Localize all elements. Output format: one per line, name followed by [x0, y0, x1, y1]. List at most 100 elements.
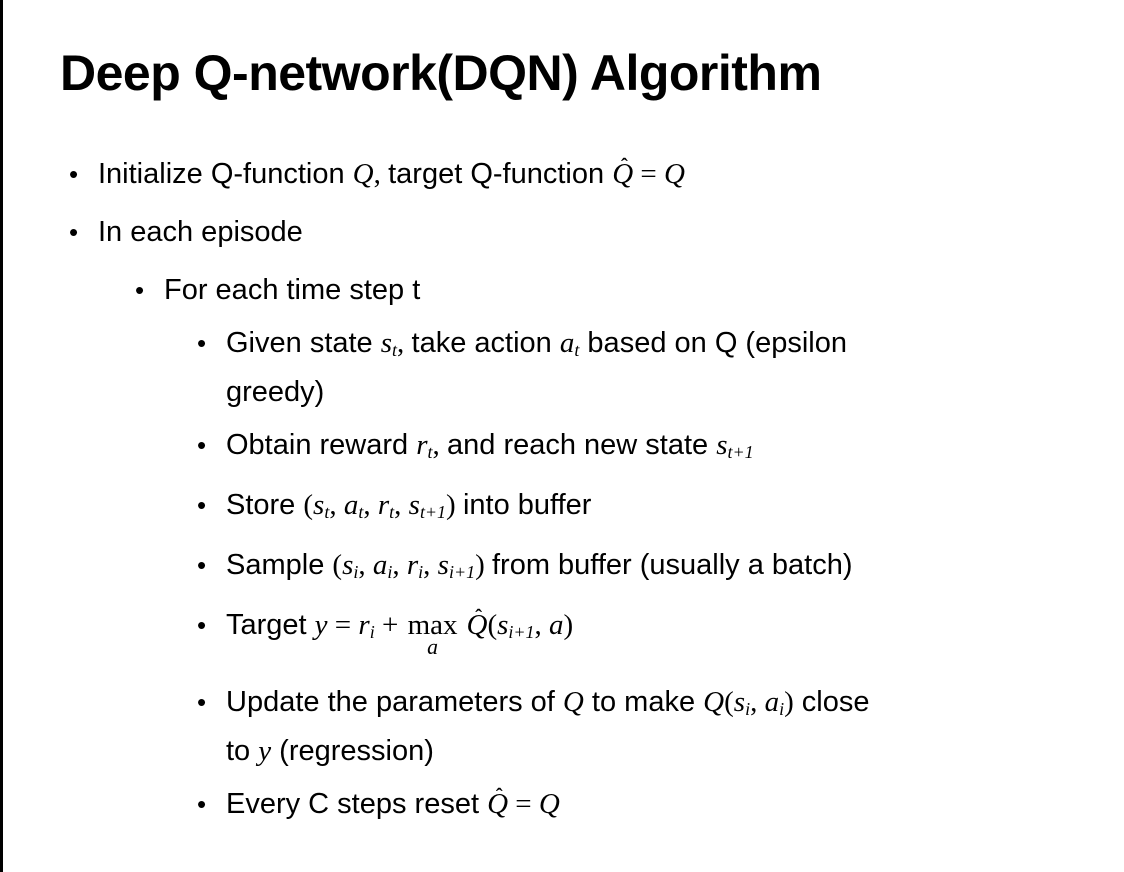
math-symbol: , [358, 548, 373, 581]
text-segment: Obtain reward [226, 428, 417, 461]
text-segment: into buffer [462, 488, 592, 521]
math-symbol: = [327, 608, 359, 641]
math-subscript: t [358, 501, 364, 522]
bullet-dot-icon: • [197, 489, 207, 520]
bullet-dot-icon: • [197, 328, 207, 358]
math-variable: Q [562, 685, 584, 718]
math-variable: s [313, 488, 325, 521]
math-subscript: t [389, 501, 395, 522]
math-variable: s [497, 608, 509, 641]
math-symbol: ( [487, 608, 498, 641]
bullet-text: Sample (si, ai, ri, si+1) from buffer (u… [226, 544, 1124, 593]
hat-accent-icon: ˆ [620, 154, 628, 177]
bullet-dot-icon: • [69, 217, 79, 247]
math-symbol: , [392, 548, 407, 581]
bullet-dot-icon: • [197, 429, 207, 460]
bullet-dot-icon: • [69, 159, 79, 189]
hat-accent-icon: ˆ [495, 784, 503, 807]
math-subscript: t [574, 339, 580, 360]
bullet-item: •Update the parameters of Q to make Q(si… [3, 681, 1124, 772]
bullet-item: •Store (st, at, rt, st+1) into buffer [3, 484, 1124, 533]
bullet-text: Update the parameters of Q to make Q(si,… [226, 681, 1124, 772]
math-variable: s [437, 548, 449, 581]
math-variable: r [416, 428, 428, 461]
math-variable: y [258, 734, 272, 767]
text-segment: close [793, 685, 870, 718]
math-variable: s [380, 327, 393, 359]
text-segment: to make [583, 685, 704, 718]
math-subscript: i [745, 698, 751, 719]
bullet-text: In each episode [98, 211, 1124, 253]
math-variable: r [358, 608, 370, 641]
text-segment: (regression) [271, 734, 434, 767]
text-segment: In each episode [98, 216, 303, 248]
bullet-dot-icon: • [197, 788, 207, 819]
text-segment: Update the parameters of [226, 685, 563, 718]
math-symbol: ) [446, 488, 463, 521]
math-symbol: = [508, 787, 539, 820]
math-variable: s [733, 685, 746, 718]
math-variable: s [342, 548, 354, 581]
bullet-text: Given state st, take action at based on … [226, 322, 1124, 413]
text-segment: Target [226, 608, 315, 641]
math-variable: r [377, 488, 390, 521]
math-symbol: + [374, 608, 406, 641]
math-symbol: ( [332, 548, 343, 581]
math-symbol: = [633, 158, 664, 190]
math-symbol: , [373, 158, 389, 190]
math-subscript: t [392, 339, 398, 360]
math-variable: a [343, 488, 359, 521]
text-segment: Every C steps reset [226, 787, 488, 820]
bullet-item: •Obtain reward rt, and reach new state s… [3, 424, 1124, 473]
text-segment: take action [411, 327, 560, 359]
text-segment: Sample [226, 548, 333, 581]
text-segment: from buffer (usually a batch) [491, 548, 853, 581]
math-variable: s [716, 428, 728, 461]
math-symbol: , [397, 327, 412, 359]
math-symbol: ) [475, 548, 492, 581]
bullet-item: • In each episode [3, 211, 1124, 253]
math-symbol: , [750, 685, 765, 718]
math-variable: a [372, 548, 388, 581]
math-variable: a [549, 608, 564, 641]
math-subscript: t+1 [419, 501, 447, 522]
math-subscript: i [353, 561, 359, 582]
hat-accent-icon: ˆ [475, 605, 483, 628]
math-symbol: , [423, 548, 438, 581]
bullet-text: Obtain reward rt, and reach new state st… [226, 424, 1124, 473]
bullet-list: •Initialize Q-function Q, target Q-funct… [3, 153, 1124, 825]
math-subscript: i+1 [508, 621, 535, 642]
math-subscript: i [418, 561, 424, 582]
text-segment: greedy) [226, 375, 325, 408]
text-segment: Given state [226, 327, 381, 359]
math-variable: r [406, 548, 419, 581]
text-segment: target Q-function [388, 158, 613, 190]
bullet-dot-icon: • [135, 275, 145, 305]
math-variable: Q [703, 685, 725, 718]
text-segment: and reach new state [447, 428, 717, 461]
bullet-text: Store (st, at, rt, st+1) into buffer [226, 484, 1124, 533]
bullet-item: • For each time step t [3, 269, 1124, 311]
text-segment: For each time step t [164, 274, 421, 306]
math-subscript: t [324, 501, 330, 522]
math-subscript: t [427, 441, 433, 462]
math-subscript: i+1 [448, 561, 476, 582]
math-variable: y [314, 608, 328, 641]
bullet-dot-icon: • [197, 549, 207, 580]
text-segment: based on Q (epsilon [579, 327, 847, 359]
math-subscript: i [779, 698, 785, 719]
bullet-item: •Initialize Q-function Q, target Q-funct… [3, 153, 1124, 195]
math-subscript: t+1 [727, 441, 754, 462]
math-symbol: , [363, 488, 378, 521]
math-subscript: i [369, 621, 375, 642]
bullet-dot-icon: • [197, 609, 207, 640]
math-symbol: ( [303, 488, 314, 521]
